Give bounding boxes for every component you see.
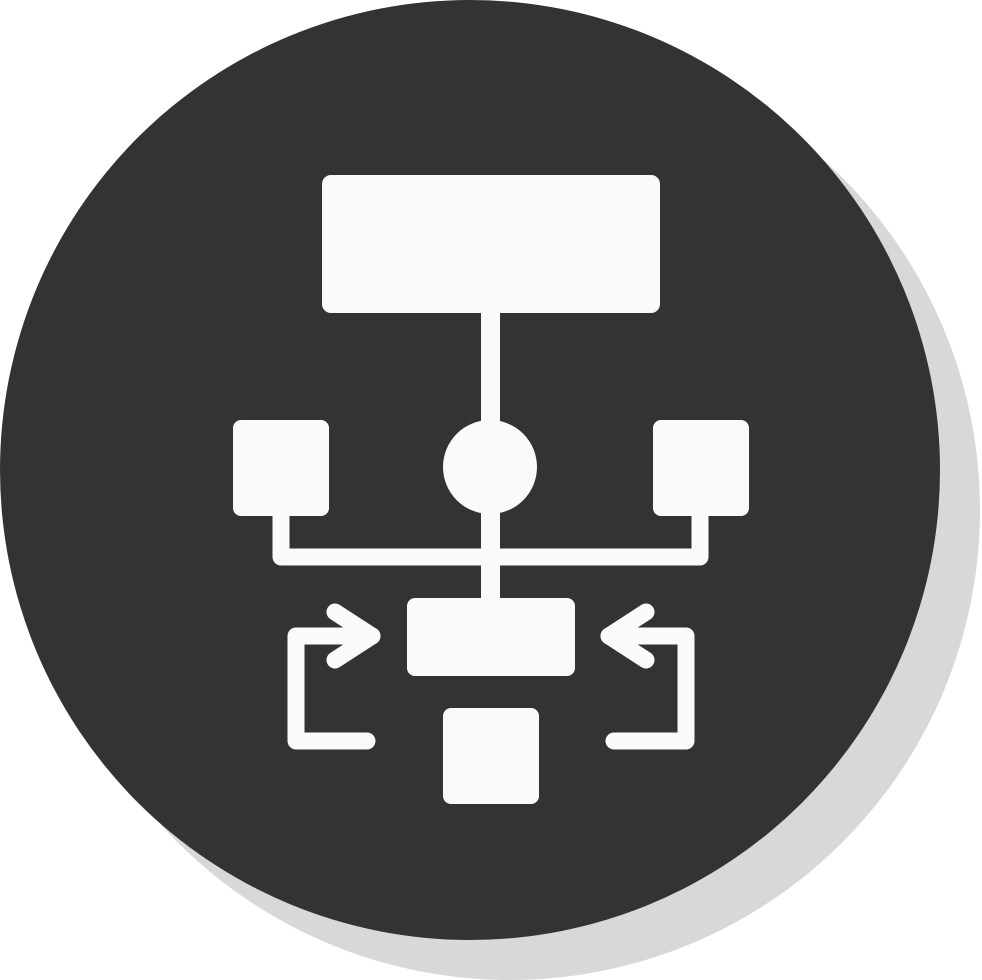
left-arrowhead-icon <box>326 603 381 669</box>
right-loop-arrow-line <box>600 627 695 750</box>
left-loop-arrow-line <box>287 627 381 750</box>
right-node-box <box>653 420 749 516</box>
middle-process-box <box>407 598 575 676</box>
top-connector-line <box>481 312 500 427</box>
flowchart-glyph <box>233 175 749 804</box>
left-node-box <box>233 420 329 516</box>
center-connector-line <box>481 510 500 605</box>
hub-node-circle <box>443 420 537 514</box>
top-process-box <box>322 175 660 313</box>
bottom-node-box <box>443 708 539 804</box>
right-arrowhead-icon <box>600 603 655 669</box>
